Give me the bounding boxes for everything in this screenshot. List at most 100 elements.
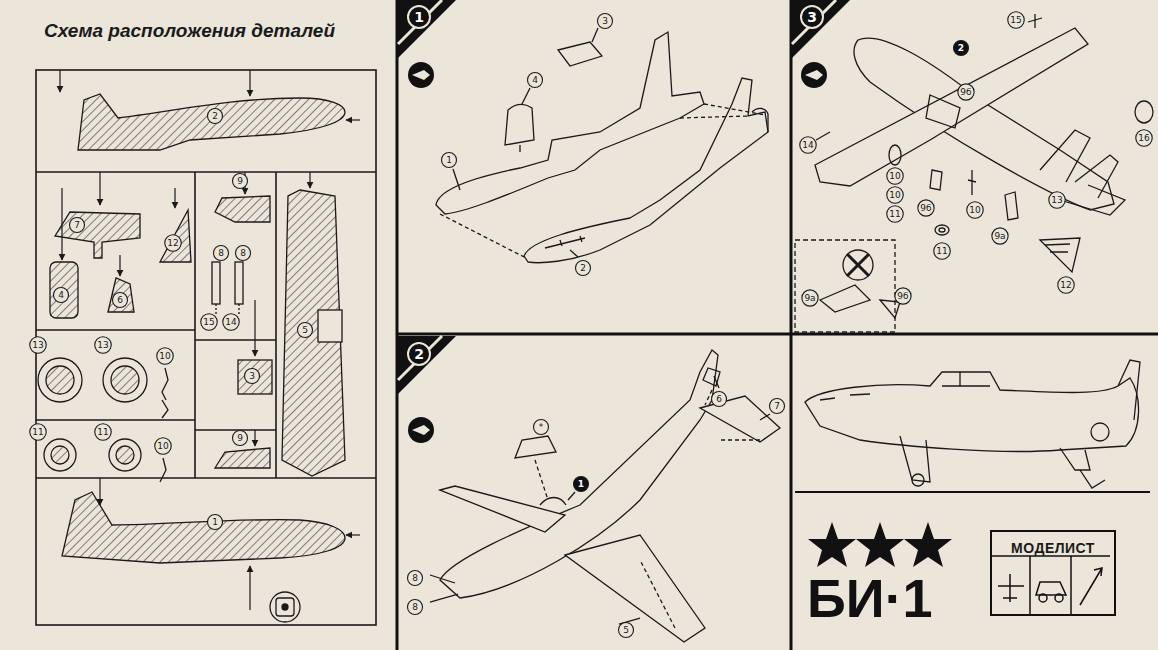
callout-number: 10	[889, 190, 900, 200]
callout-circle	[574, 477, 589, 492]
callout-circle	[534, 420, 549, 435]
callout-circle	[770, 399, 785, 414]
callout-number: 9а	[804, 293, 815, 303]
callout-number: 13	[1051, 195, 1062, 205]
callout-circle	[802, 290, 818, 306]
callout-circle	[918, 200, 934, 216]
callout-number: 13	[97, 340, 108, 350]
callout-circle	[408, 600, 423, 615]
callout-circle	[233, 174, 248, 189]
model-name: БИ·1	[807, 567, 933, 629]
callout-number: 9	[237, 176, 243, 186]
callout-circle	[113, 293, 128, 308]
callout-number: 11	[97, 427, 108, 437]
panel: БИ·1 МОДЕЛИСТ	[795, 495, 1155, 645]
callout-circle	[233, 431, 248, 446]
callout-number: 12	[167, 238, 178, 248]
callout-circle	[157, 348, 173, 364]
callout-number: 5	[302, 325, 308, 335]
callout-circle	[95, 424, 111, 440]
callout-number: 10	[159, 351, 170, 361]
panel: 1	[398, 0, 442, 36]
callout-number: 13	[32, 340, 43, 350]
callout-number: 1	[446, 155, 452, 165]
panel: 2	[398, 336, 442, 372]
callout-number: 10	[889, 171, 900, 181]
callout-circle	[214, 246, 229, 261]
callout-circle	[1049, 192, 1065, 208]
callout-circle	[30, 424, 46, 440]
brand-name: МОДЕЛИСТ	[992, 540, 1114, 556]
callout-number: 15	[203, 317, 214, 327]
callout-number: 9б	[897, 291, 908, 301]
callout-number: *	[539, 422, 544, 432]
callout-number: 14	[802, 140, 813, 150]
callout-circle	[887, 168, 903, 184]
callout-circle	[208, 515, 223, 530]
heading: Схема расположения деталей	[44, 20, 335, 42]
callout-circle	[619, 623, 634, 638]
callout-circle	[887, 206, 903, 222]
callout-number: 8	[218, 248, 224, 258]
callout-number: 10	[157, 441, 168, 451]
callout-circle	[954, 41, 969, 56]
callout-number: 6	[117, 295, 123, 305]
callout-number: 9	[237, 433, 243, 443]
callout-number: 3	[249, 371, 255, 381]
callout-circle	[236, 246, 251, 261]
callout-circle	[1136, 130, 1152, 146]
callout-number: 8	[412, 602, 418, 612]
callout-circle	[408, 571, 423, 586]
callout-circle	[895, 288, 911, 304]
callout-circle	[54, 288, 69, 303]
callout-circle	[712, 392, 727, 407]
callout-circle	[800, 137, 816, 153]
callout-number: 8	[412, 573, 418, 583]
step-number: 3	[807, 9, 817, 25]
callout-number: 2	[580, 263, 586, 273]
callout-number: 1	[212, 517, 218, 527]
callout-number: 6	[716, 394, 722, 404]
callout-number: 10	[969, 205, 980, 215]
callout-circle	[958, 84, 974, 100]
panel: 3	[792, 0, 836, 36]
callout-circle	[887, 187, 903, 203]
callout-circle	[223, 314, 239, 330]
callout-number: 2	[958, 43, 964, 53]
callout-circle	[528, 73, 543, 88]
callout-circle	[576, 261, 591, 276]
callout-circle	[934, 243, 950, 259]
callout-number: 8	[240, 248, 246, 258]
callout-number: 5	[623, 625, 629, 635]
callout-number: 2	[212, 111, 218, 121]
callout-circle	[165, 235, 181, 251]
callout-number: 12	[1060, 280, 1071, 290]
callout-circle	[1008, 12, 1024, 28]
callout-number: 11	[936, 246, 947, 256]
step-number: 2	[414, 346, 424, 362]
callout-circle	[208, 109, 223, 124]
logo-box: МОДЕЛИСТ	[990, 530, 1116, 616]
callout-number: 4	[58, 290, 64, 300]
step-number: 1	[414, 9, 424, 25]
callout-circle	[598, 14, 613, 29]
callout-number: 7	[74, 220, 80, 230]
callout-number: 9б	[960, 87, 971, 97]
callout-number: 16	[1138, 133, 1149, 143]
callout-circle	[155, 438, 171, 454]
callout-circle	[30, 337, 46, 353]
callout-number: 9б	[920, 203, 931, 213]
panel: Схема расположения деталей	[30, 8, 392, 58]
callout-number: 3	[602, 16, 608, 26]
callout-number: 14	[225, 317, 236, 327]
callout-circle	[298, 323, 313, 338]
callout-circle	[245, 369, 260, 384]
callout-number: 11	[32, 427, 43, 437]
callout-number: 11	[889, 209, 900, 219]
callout-circle	[70, 218, 85, 233]
callout-circle	[992, 228, 1008, 244]
callout-circle	[442, 153, 457, 168]
